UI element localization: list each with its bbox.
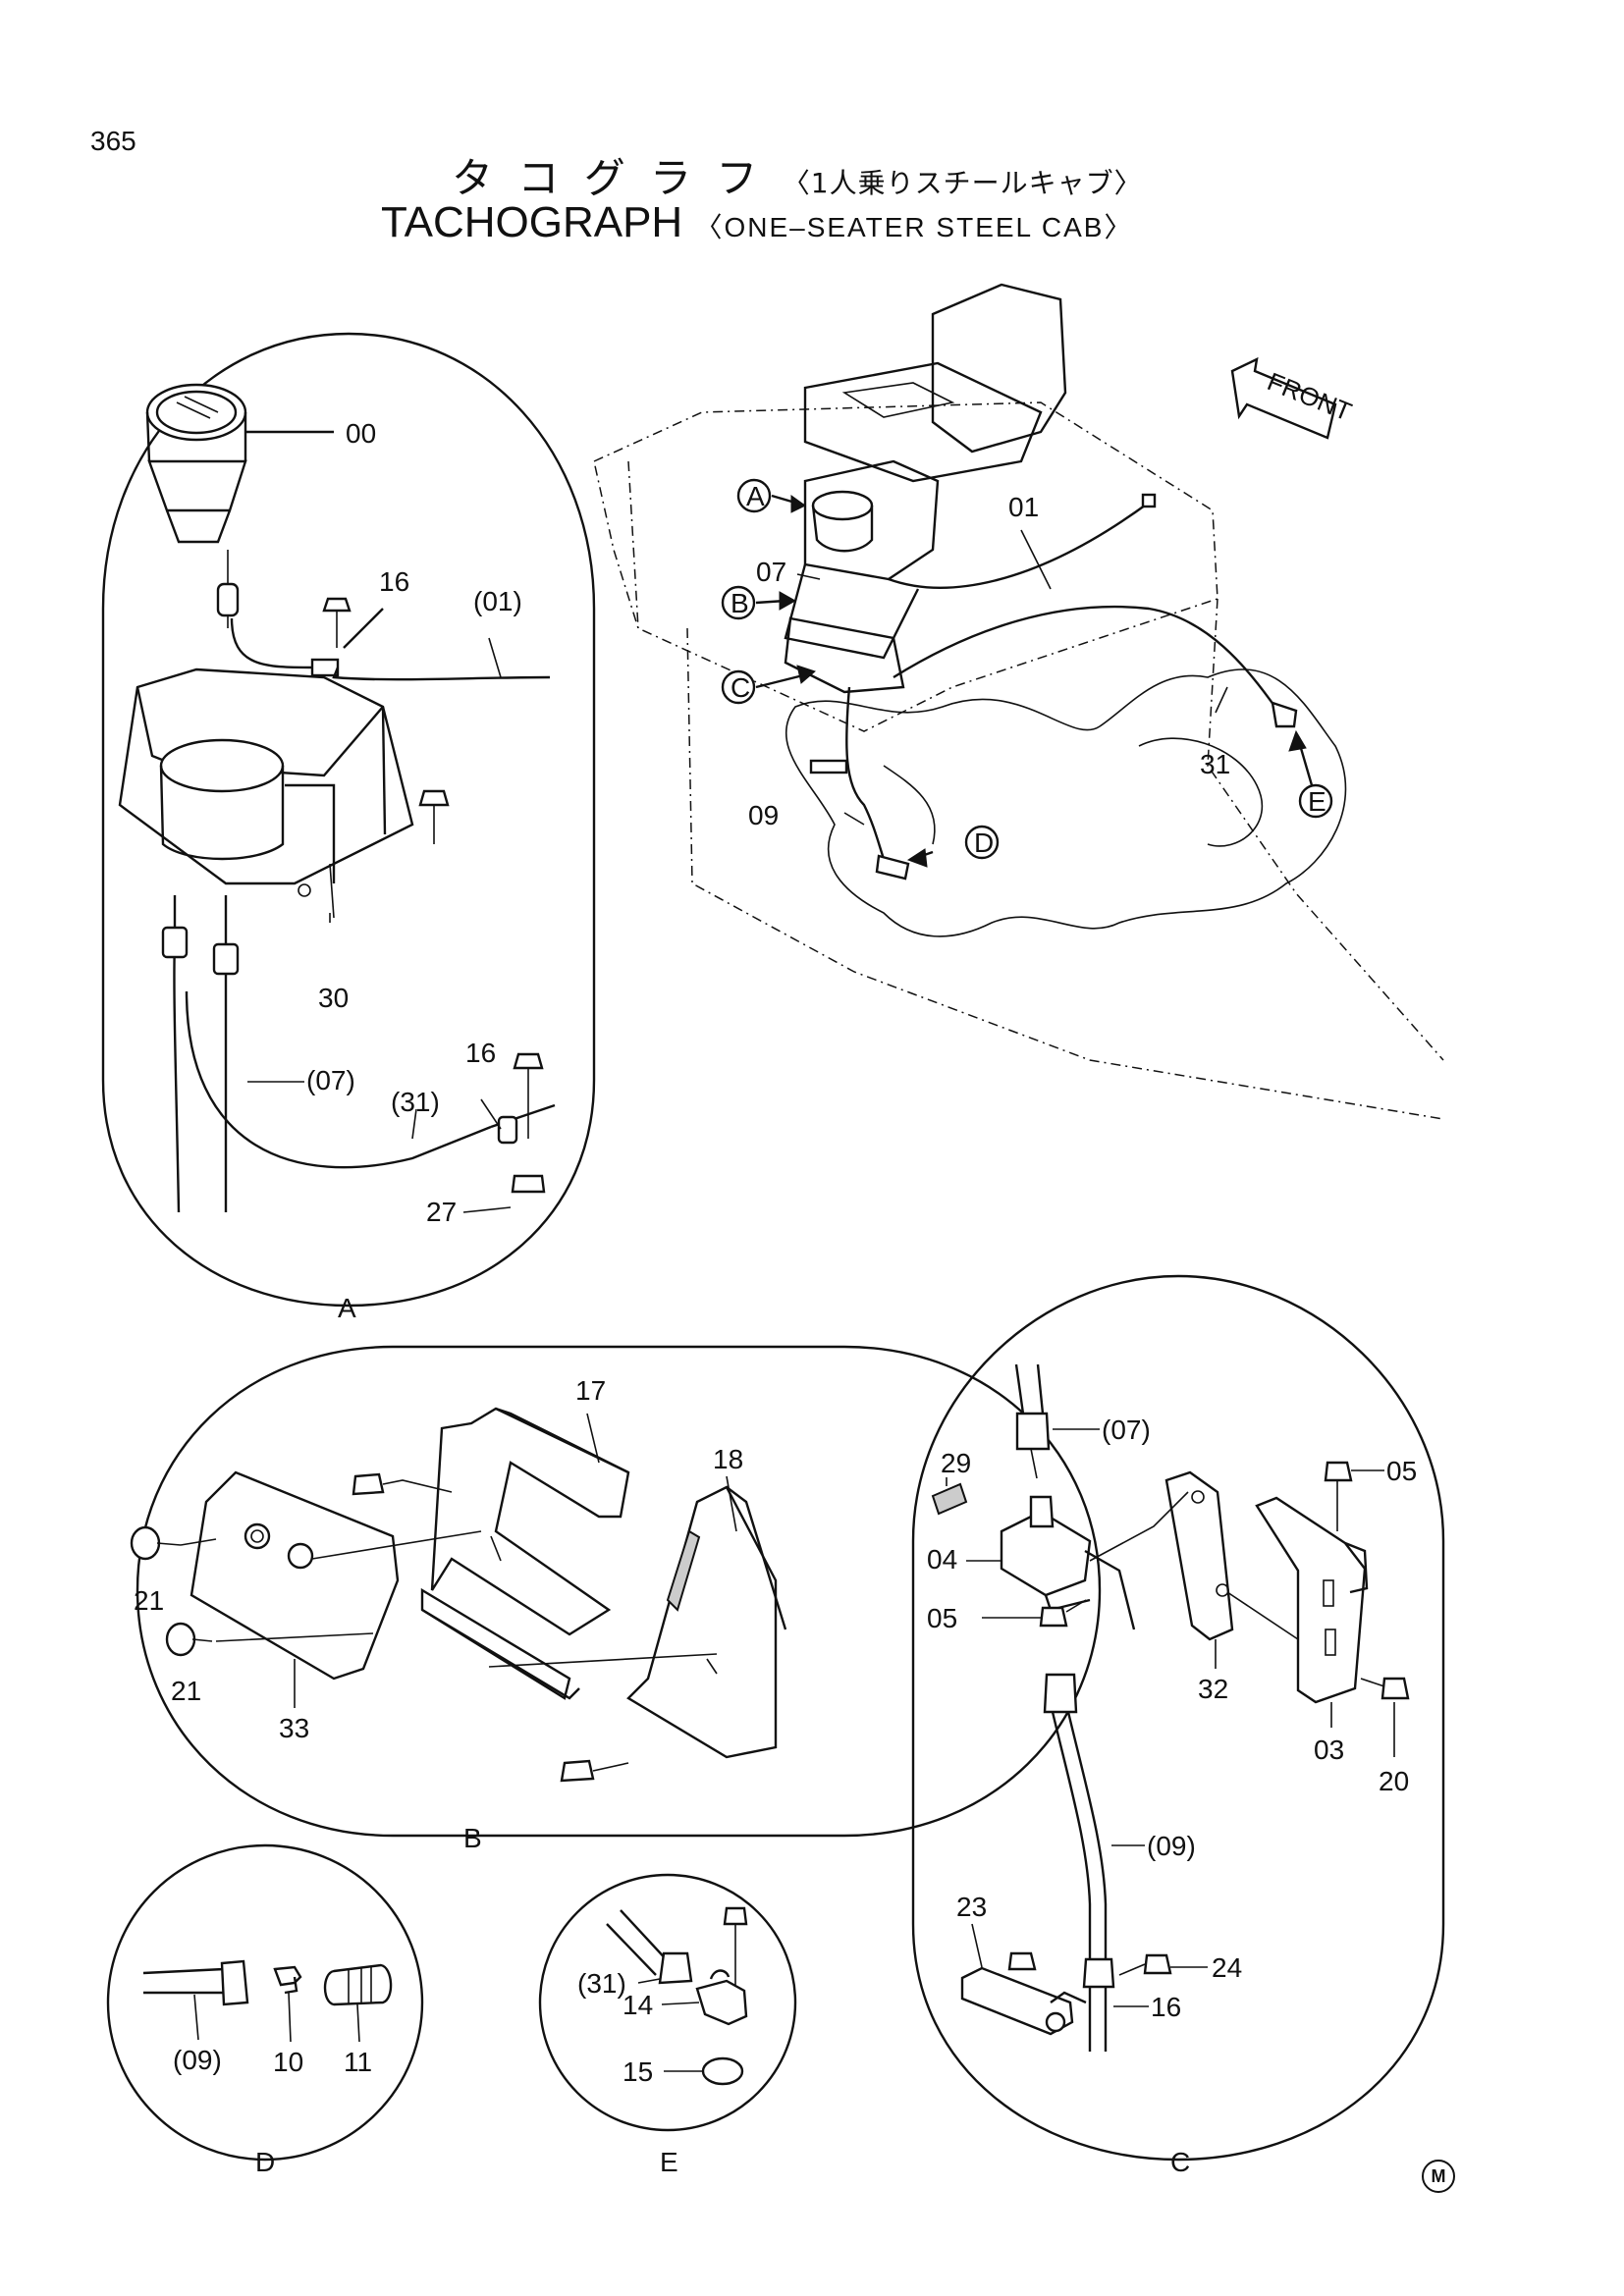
detail-c-label: C xyxy=(1170,2147,1190,2177)
detail-c-part-07: (07) xyxy=(1102,1415,1151,1445)
subtitle-en: 〈ONE–SEATER STEEL CAB〉 xyxy=(694,212,1134,242)
detail-c-part-05-right: 05 xyxy=(1386,1456,1417,1486)
detail-c-part-05-left: 05 xyxy=(927,1603,957,1633)
detail-c-part-29: 29 xyxy=(941,1448,971,1478)
detail-d-label: D xyxy=(255,2147,275,2177)
detail-a-part-00: 00 xyxy=(346,418,376,449)
detail-a-part-07: (07) xyxy=(306,1065,355,1095)
detail-c-part-09: (09) xyxy=(1147,1831,1196,1861)
detail-d-drawing xyxy=(106,1843,424,2162)
detail-d-part-10: 10 xyxy=(273,2047,303,2077)
detail-e-label: E xyxy=(660,2147,678,2177)
overview-callout-a: A xyxy=(746,481,765,511)
detail-a-part-01: (01) xyxy=(473,586,522,616)
overview-part-09: 09 xyxy=(748,800,779,830)
overview-part-01: 01 xyxy=(1008,492,1039,522)
title-jp-main: タ コ グ ラ フ xyxy=(452,154,764,202)
title-english: TACHOGRAPH 〈ONE–SEATER STEEL CAB〉 xyxy=(381,198,1133,247)
detail-a-part-31: (31) xyxy=(391,1087,440,1117)
detail-c-part-03: 03 xyxy=(1314,1735,1344,1765)
overview-part-07: 07 xyxy=(756,557,786,587)
detail-b-part-21-top: 21 xyxy=(134,1585,164,1616)
detail-a-label: A xyxy=(338,1293,356,1323)
detail-c-part-16: 16 xyxy=(1151,1992,1181,2022)
overview-drawing xyxy=(593,283,1444,1120)
detail-e-part-31: (31) xyxy=(577,1968,626,1999)
overview-callout-e: E xyxy=(1308,786,1326,817)
overview-part-31: 31 xyxy=(1200,749,1230,779)
detail-a-part-16-bottom: 16 xyxy=(465,1038,496,1068)
detail-c-part-24: 24 xyxy=(1212,1952,1242,1983)
detail-b-part-18: 18 xyxy=(713,1444,743,1474)
overview-callout-b: B xyxy=(731,588,749,618)
detail-d-part-11: 11 xyxy=(344,2047,372,2077)
detail-a-part-16-top: 16 xyxy=(379,566,409,597)
overview-callout-c: C xyxy=(731,672,750,703)
overview-callout-d: D xyxy=(974,828,994,858)
detail-c-part-04: 04 xyxy=(927,1544,957,1575)
detail-c-drawing xyxy=(911,1274,1445,2162)
detail-a-part-27: 27 xyxy=(426,1197,457,1227)
detail-c-part-20: 20 xyxy=(1379,1766,1409,1796)
manufacturer-mark: M xyxy=(1422,2160,1455,2193)
detail-b-part-17: 17 xyxy=(575,1375,606,1406)
detail-a-part-30: 30 xyxy=(318,983,349,1013)
detail-b-label: B xyxy=(463,1823,482,1853)
detail-c-part-32: 32 xyxy=(1198,1674,1228,1704)
title-en-main: TACHOGRAPH xyxy=(381,198,683,246)
detail-e-drawing xyxy=(538,1873,797,2132)
detail-b-part-21-bottom: 21 xyxy=(171,1676,201,1706)
detail-d-part-09: (09) xyxy=(173,2045,222,2075)
title-japanese: タ コ グ ラ フ 〈1人乗りスチールキャブ〉 xyxy=(452,145,1143,205)
detail-b-part-33: 33 xyxy=(279,1713,309,1743)
detail-a-drawing xyxy=(101,332,596,1308)
detail-b-drawing xyxy=(130,1345,1102,1838)
subtitle-jp: 〈1人乗りスチールキャブ〉 xyxy=(782,167,1143,199)
detail-c-part-23: 23 xyxy=(956,1892,987,1922)
page-number: 365 xyxy=(90,126,136,156)
detail-e-part-15: 15 xyxy=(623,2056,653,2087)
detail-e-part-14: 14 xyxy=(623,1990,653,2020)
